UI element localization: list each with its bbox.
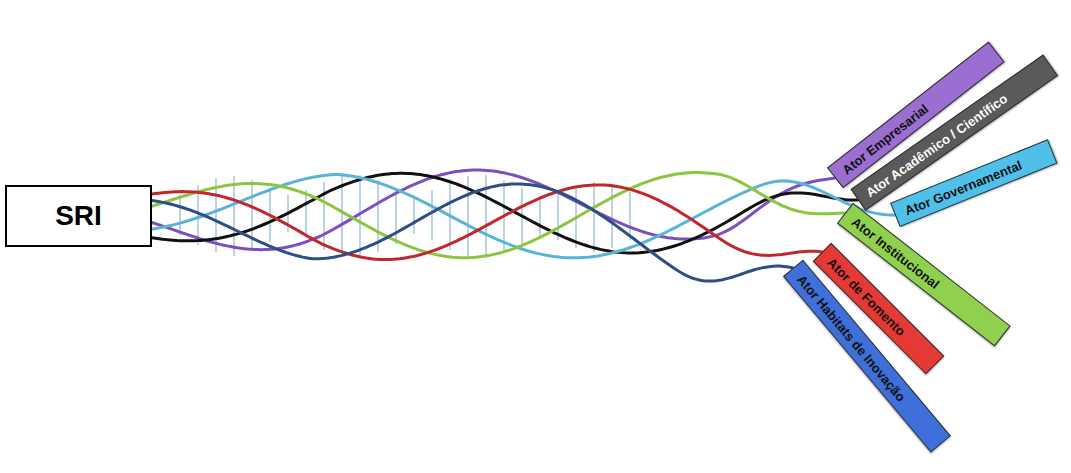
system-label: SRI bbox=[55, 200, 102, 232]
helix-strand bbox=[152, 184, 793, 281]
helix-strand bbox=[152, 185, 822, 260]
system-box: SRI bbox=[5, 185, 152, 247]
